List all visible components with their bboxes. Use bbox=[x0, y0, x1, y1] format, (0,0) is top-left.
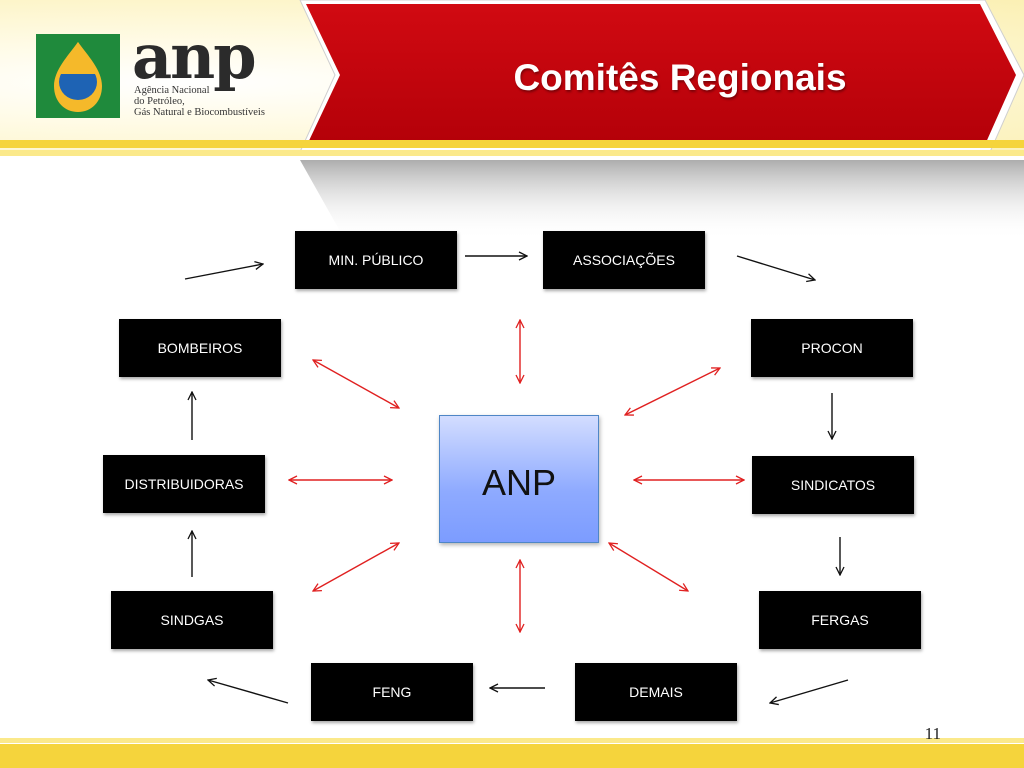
node-bombeiros: BOMBEIROS bbox=[119, 319, 281, 377]
footer-stripe-light bbox=[0, 738, 1024, 743]
link-anp-sindgas bbox=[313, 543, 399, 591]
node-sindgas: SINDGAS bbox=[111, 591, 273, 649]
link-anp-fergas bbox=[609, 543, 688, 591]
logo-wordmark: anp bbox=[132, 20, 257, 93]
logo-subtitle-2: do Petróleo, bbox=[134, 96, 185, 107]
page-number: 11 bbox=[924, 724, 941, 743]
header-stripe-light bbox=[0, 150, 1024, 156]
flow-arrow-bombeiros-minpublico bbox=[184, 264, 263, 280]
node-fergas: FERGAS bbox=[759, 591, 921, 649]
header-stripe bbox=[0, 140, 1024, 148]
node-procon: PROCON bbox=[751, 319, 913, 377]
node-anp-center: ANP bbox=[439, 415, 599, 543]
slide-title: Comitês Regionais bbox=[513, 57, 847, 98]
logo-subtitle-1: Agência Nacional bbox=[134, 85, 210, 96]
link-anp-procon bbox=[625, 368, 720, 415]
node-associacoes: ASSOCIAÇÕES bbox=[543, 231, 705, 289]
anp-logo-icon bbox=[36, 34, 120, 118]
node-feng: FENG bbox=[311, 663, 473, 721]
flow-arrow-fergas-demais bbox=[770, 679, 849, 703]
logo-subtitle-3: Gás Natural e Biocombustíveis bbox=[134, 107, 265, 118]
node-min-publico: MIN. PÚBLICO bbox=[295, 231, 457, 289]
footer-stripe bbox=[0, 744, 1024, 768]
node-demais: DEMAIS bbox=[575, 663, 737, 721]
flow-arrow-associacoes-procon bbox=[736, 255, 815, 280]
node-sindicatos: SINDICATOS bbox=[752, 456, 914, 514]
banner-red bbox=[306, 4, 1016, 147]
flow-arrow-feng-sindgas bbox=[208, 680, 289, 704]
banner-shadow bbox=[300, 160, 1024, 240]
link-anp-bombeiros bbox=[313, 360, 399, 408]
node-distribuidoras: DISTRIBUIDORAS bbox=[103, 455, 265, 513]
